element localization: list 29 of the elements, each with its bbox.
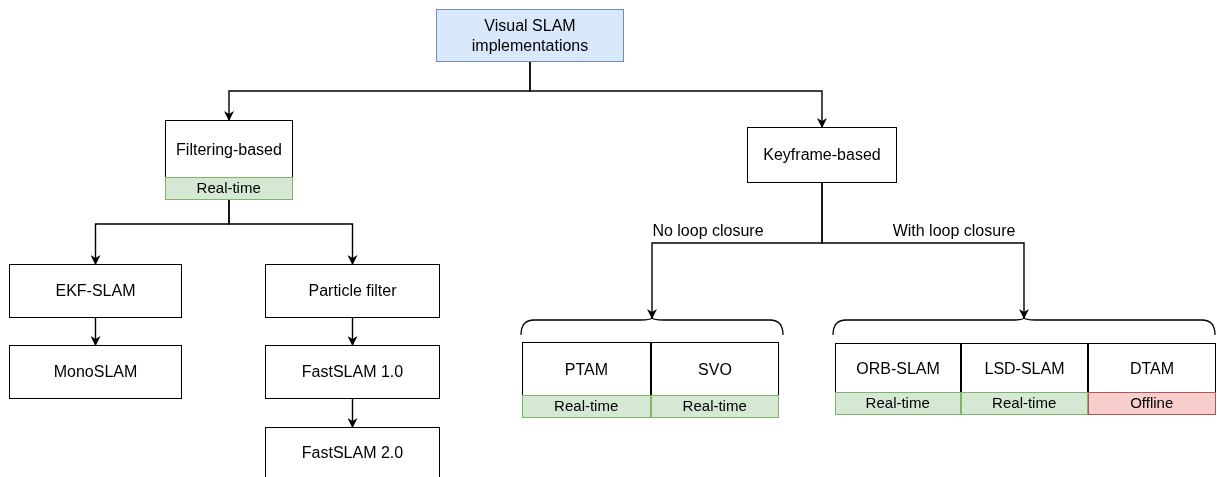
edge-label: With loop closure <box>890 222 1018 240</box>
status-band: Real-time <box>164 176 293 200</box>
box-label: SVO <box>697 359 733 379</box>
status-band: Real-time <box>650 394 779 418</box>
box-label: LSD-SLAM <box>983 358 1066 378</box>
edge-label: No loop closure <box>650 222 766 240</box>
box-label: ORB-SLAM <box>855 358 941 378</box>
arrow <box>228 199 358 265</box>
method-box: MonoSLAM <box>9 345 182 399</box>
arrow <box>529 61 827 128</box>
status-band: Real-time <box>521 394 651 418</box>
status-band: Real-time <box>834 391 961 415</box>
box-label: DTAM <box>1128 358 1176 378</box>
arrow <box>90 317 101 346</box>
curly-brace <box>520 318 784 335</box>
curly-brace <box>832 318 1216 335</box>
method-box: EKF-SLAM <box>9 264 182 318</box>
method-box: Particle filter <box>265 264 440 318</box>
method-box: FastSLAM 1.0 <box>265 345 440 399</box>
status-band: Real-time <box>960 391 1088 415</box>
status-band: Offline <box>1087 391 1216 415</box>
arrow <box>347 398 358 428</box>
box-label: PTAM <box>563 359 610 379</box>
box-label: Filtering-based <box>175 139 283 159</box>
category-box: Visual SLAM implementations <box>436 9 624 62</box>
arrow <box>821 182 1029 319</box>
method-box: FastSLAM 2.0 <box>265 427 440 477</box>
method-box: Keyframe-based <box>747 127 897 183</box>
arrow <box>347 317 358 346</box>
